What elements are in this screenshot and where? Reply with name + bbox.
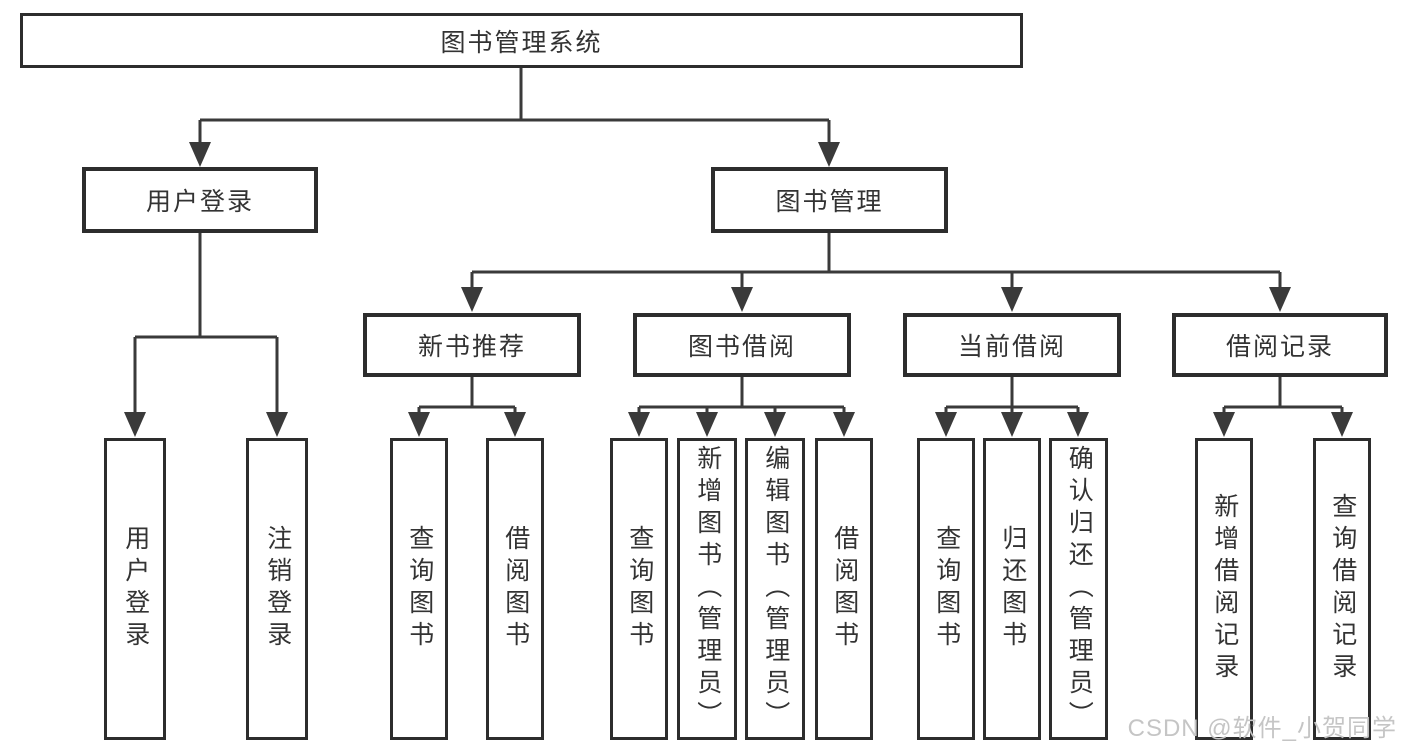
node-current-borrow: 当前借阅 (903, 313, 1121, 377)
leaf-add-borrow-record-label: 新增借阅记录 (1210, 493, 1239, 685)
arrow-down-icon (696, 412, 718, 437)
leaf-query-books-borrow: 查询图书 (610, 438, 668, 740)
connector-root-to-level2 (189, 68, 840, 167)
connector-new-book-recommend (408, 377, 526, 437)
node-root-label: 图书管理系统 (440, 28, 603, 57)
leaf-borrow-books-borrow: 借阅图书 (815, 438, 873, 740)
node-user-login: 用户登录 (82, 167, 318, 233)
arrow-down-icon (628, 412, 650, 437)
node-borrow-records: 借阅记录 (1172, 313, 1388, 377)
node-book-management-label: 图书管理 (775, 188, 884, 216)
connector-current-borrow (935, 377, 1089, 437)
arrow-down-icon (1001, 412, 1023, 437)
arrow-down-icon (1331, 412, 1353, 437)
arrow-down-icon (124, 412, 146, 437)
leaf-query-books-current: 查询图书 (917, 438, 975, 740)
node-borrow-records-label: 借阅记录 (1225, 333, 1334, 361)
arrow-down-icon (818, 142, 840, 167)
connector-borrow-records (1213, 377, 1353, 437)
node-new-book-recommend: 新书推荐 (363, 313, 581, 377)
arrow-down-icon (1067, 412, 1089, 437)
node-root: 图书管理系统 (20, 13, 1023, 68)
arrow-down-icon (764, 412, 786, 437)
leaf-query-books-borrow-label: 查询图书 (625, 525, 654, 653)
leaf-edit-book-admin-label: 编辑图书（管理员） (761, 445, 790, 733)
node-current-borrow-label: 当前借阅 (957, 333, 1066, 361)
arrow-down-icon (1213, 412, 1235, 437)
arrow-down-icon (1269, 287, 1291, 312)
leaf-borrow-books-recommend-label: 借阅图书 (501, 525, 530, 653)
leaf-borrow-books-borrow-label: 借阅图书 (830, 525, 859, 653)
arrow-down-icon (189, 142, 211, 167)
leaf-query-borrow-record: 查询借阅记录 (1313, 438, 1371, 740)
node-book-borrow: 图书借阅 (633, 313, 851, 377)
leaf-confirm-return-admin-label: 确认归还（管理员） (1065, 445, 1094, 733)
watermark: CSDN @软件_小贺同学 (1127, 715, 1397, 742)
leaf-query-books-current-label: 查询图书 (932, 525, 961, 653)
arrow-down-icon (461, 287, 483, 312)
connector-user-login (124, 233, 288, 437)
node-book-management: 图书管理 (711, 167, 948, 233)
arrow-down-icon (408, 412, 430, 437)
leaf-user-login-label: 用户登录 (121, 525, 150, 653)
arrow-down-icon (935, 412, 957, 437)
leaf-user-login: 用户登录 (104, 438, 166, 740)
leaf-return-book: 归还图书 (983, 438, 1041, 740)
leaf-confirm-return-admin: 确认归还（管理员） (1049, 438, 1108, 740)
leaf-add-book-admin-label: 新增图书（管理员） (693, 445, 722, 733)
leaf-add-borrow-record: 新增借阅记录 (1195, 438, 1253, 740)
arrow-down-icon (731, 287, 753, 312)
arrow-down-icon (833, 412, 855, 437)
node-new-book-recommend-label: 新书推荐 (417, 333, 526, 361)
arrow-down-icon (1001, 287, 1023, 312)
leaf-edit-book-admin: 编辑图书（管理员） (745, 438, 805, 740)
leaf-borrow-books-recommend: 借阅图书 (486, 438, 544, 740)
leaf-query-books-recommend-label: 查询图书 (405, 525, 434, 653)
node-book-borrow-label: 图书借阅 (687, 333, 796, 361)
leaf-return-book-label: 归还图书 (998, 525, 1027, 653)
leaf-logout-label: 注销登录 (263, 525, 292, 653)
node-user-login-label: 用户登录 (145, 188, 254, 216)
leaf-query-borrow-record-label: 查询借阅记录 (1328, 493, 1357, 685)
leaf-add-book-admin: 新增图书（管理员） (677, 438, 737, 740)
connector-book-borrow (628, 377, 855, 437)
leaf-logout: 注销登录 (246, 438, 308, 740)
leaf-query-books-recommend: 查询图书 (390, 438, 448, 740)
arrow-down-icon (504, 412, 526, 437)
arrow-down-icon (266, 412, 288, 437)
connector-book-management (461, 233, 1291, 312)
